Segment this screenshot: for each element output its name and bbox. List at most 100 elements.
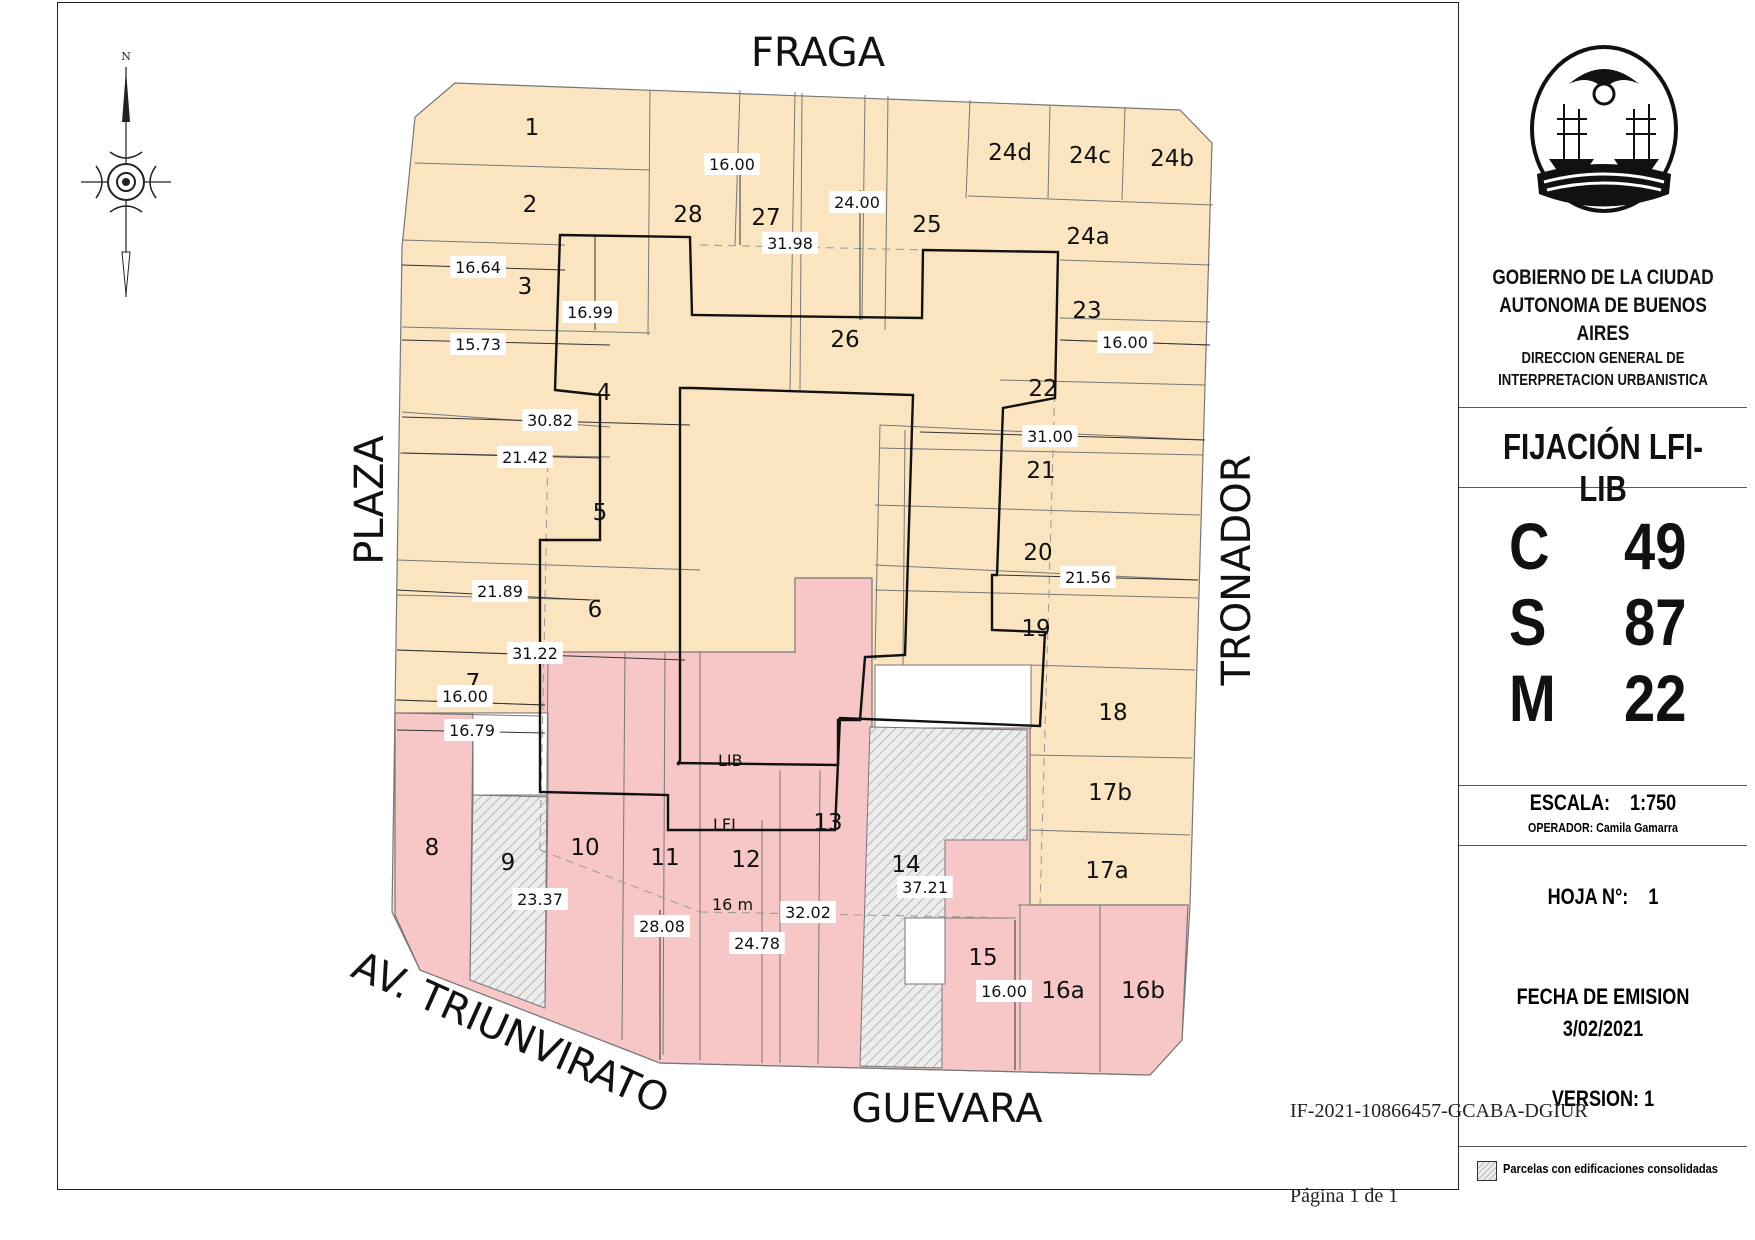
parcel-number: 11	[650, 845, 679, 871]
dimension-label: 28.08	[639, 917, 685, 936]
parcel-number: 24a	[1066, 224, 1109, 250]
parcel-number: 2	[523, 192, 538, 218]
sheet-label: HOJA N°:	[1547, 884, 1629, 909]
dimension-label-box	[1060, 566, 1116, 588]
version-label: VERSION:	[1551, 1086, 1640, 1111]
parcel-number: 19	[1021, 616, 1050, 642]
dept-name-line1: DIRECCION GENERAL DE	[1521, 350, 1685, 367]
manzana-label: M	[1509, 661, 1556, 735]
dimension-label: 31.98	[767, 234, 813, 253]
dimension-label-box	[472, 580, 528, 602]
street-name-west: PLAZA	[347, 435, 393, 565]
parcel-number: 24b	[1150, 146, 1194, 172]
scale-label: ESCALA:	[1529, 790, 1610, 815]
dimension-label-box	[634, 915, 690, 937]
lib-lfi-line	[538, 233, 1060, 832]
circunscripcion-value: 49	[1624, 509, 1687, 583]
dimension-label: 15.73	[455, 335, 501, 354]
lfi-line-label: LFI	[713, 815, 736, 834]
parcel-number: 9	[501, 850, 516, 876]
consolidated-hatch-swatch	[1477, 1161, 1497, 1181]
street-name-east: TRONADOR	[1214, 454, 1260, 686]
street-name-north: FRAGA	[751, 30, 886, 76]
legend-section: Parcelas con edificaciones consolidadas	[1459, 1146, 1747, 1190]
parcel-number: 13	[813, 810, 842, 836]
dimension-label: 21.42	[502, 448, 548, 467]
dimension-label-box	[507, 642, 563, 664]
parcel-number: 18	[1098, 700, 1127, 726]
legend-label: Parcelas con edificaciones consolidadas	[1503, 1161, 1718, 1176]
parcel-number: 6	[588, 597, 603, 623]
dimension-label: 21.56	[1065, 568, 1111, 587]
dimension-label-box	[704, 153, 760, 175]
parcel-number: 25	[912, 212, 941, 238]
city-coat-of-arms-icon	[1530, 45, 1678, 213]
parcel-number: 10	[570, 835, 599, 861]
scale-value: 1:750	[1630, 790, 1677, 815]
dimension-label: 16.00	[1102, 333, 1148, 352]
dimension-label: 24.00	[834, 193, 880, 212]
parcel-number: 5	[593, 500, 608, 526]
compass-north-label: N	[121, 50, 131, 63]
csm-section: C 49 S 87 M 22	[1459, 488, 1747, 786]
parcel-number: 24d	[988, 140, 1032, 166]
dimension-label-box	[437, 685, 493, 707]
parcel-number: 20	[1023, 540, 1052, 566]
document-id: IF-2021-10866457-GCABA-DGIUR	[1290, 1100, 1588, 1122]
street-name-south: GUEVARA	[851, 1086, 1043, 1132]
dimension-label-box	[522, 409, 578, 431]
dimension-label-box	[1097, 331, 1153, 353]
parcel-number: 26	[830, 327, 859, 353]
seccion-label: S	[1509, 585, 1547, 659]
dimension-label-box	[450, 256, 506, 278]
dimension-label-box	[829, 191, 885, 213]
dimension-label: 16.00	[981, 982, 1027, 1001]
dimension-label-box	[450, 333, 506, 355]
dimension-label: 16.00	[709, 155, 755, 174]
sheet-section: HOJA N°: 1 FECHA DE EMISION 3/02/2021 VE…	[1459, 846, 1747, 1146]
parcel-number: 17b	[1088, 780, 1132, 806]
scale-section: ESCALA: 1:750 OPERADOR: Camila Gamarra	[1459, 786, 1747, 846]
issue-date-label: FECHA DE EMISION	[1516, 984, 1690, 1009]
parcel-number: 17a	[1085, 858, 1128, 884]
parcel-number: 4	[597, 380, 612, 406]
dimension-label: 31.00	[1027, 427, 1073, 446]
depth-label: 16 m	[712, 895, 753, 914]
page-number: Página 1 de 1	[1290, 1185, 1399, 1207]
issue-date-value: 3/02/2021	[1562, 1016, 1644, 1041]
parcel-number: 27	[751, 205, 780, 231]
dimension-label: 32.02	[785, 903, 831, 922]
title-block-panel: GOBIERNO DE LA CIUDAD AUTONOMA DE BUENOS…	[1458, 2, 1747, 1190]
dimension-label-box	[976, 980, 1032, 1002]
compass-rose: N	[81, 50, 171, 297]
parcel-number: 22	[1028, 376, 1057, 402]
dimension-label-box	[780, 901, 836, 923]
dimension-label-box	[729, 932, 785, 954]
parcel-number: 16a	[1041, 978, 1084, 1004]
void-area-2	[874, 664, 1032, 729]
cadastral-map: N FRAGA GUEVARA PLAZA TRONADOR AV. TRIUN…	[81, 30, 1260, 1132]
dimension-label: 24.78	[734, 934, 780, 953]
parcel-number: 15	[968, 945, 997, 971]
parcel-number: 8	[425, 835, 440, 861]
parcel-number: 12	[731, 847, 760, 873]
lib-inner-line	[676, 386, 915, 767]
org-name-line2: AUTONOMA DE BUENOS AIRES	[1499, 294, 1707, 345]
dimension-label-box	[762, 232, 818, 254]
parcel-number: 16b	[1121, 978, 1165, 1004]
version-value: 1	[1644, 1086, 1655, 1111]
dimension-label: 31.22	[512, 644, 558, 663]
dimension-label-box	[897, 876, 953, 898]
void-area-3	[904, 917, 946, 985]
dimension-label: 30.82	[527, 411, 573, 430]
org-name-line1: GOBIERNO DE LA CIUDAD	[1492, 266, 1714, 289]
header-section: GOBIERNO DE LA CIUDAD AUTONOMA DE BUENOS…	[1459, 2, 1747, 408]
dimension-label-box	[444, 719, 500, 741]
parcel-number: 14	[891, 852, 920, 878]
document-title: FIJACIÓN LFI-LIB	[1502, 426, 1704, 509]
dimension-label-box	[512, 888, 568, 910]
dimension-label: 16.64	[455, 258, 501, 277]
operator-label: OPERADOR:	[1528, 820, 1594, 835]
dimension-label: 16.79	[449, 721, 495, 740]
